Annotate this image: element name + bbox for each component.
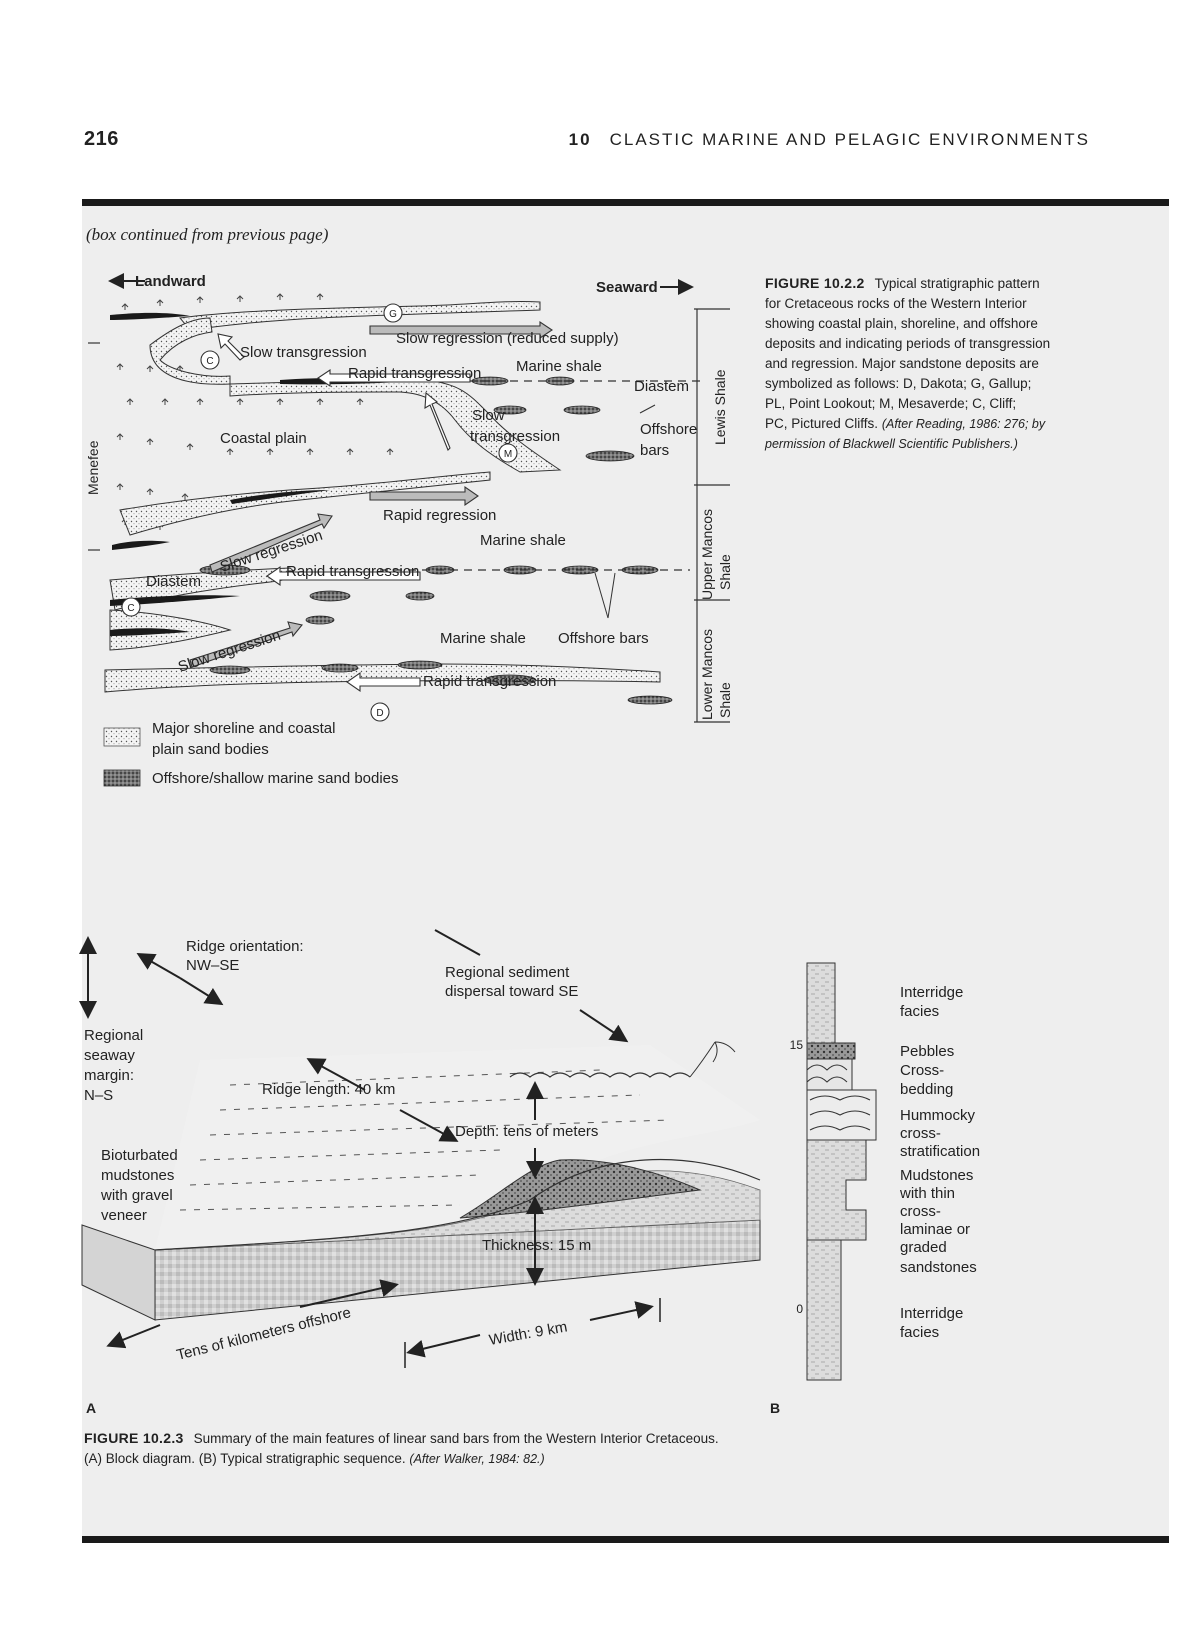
caption-line-7: PL, Point Lookout; M, Mesaverde; C, Clif… — [765, 396, 1017, 411]
figure-letter-a: A — [86, 1400, 97, 1416]
box-continued-note: (box continued from previous page) — [86, 225, 329, 244]
caption-line-4: deposits and indicating periods of trans… — [765, 336, 1051, 351]
caption-line-8: PC, Pictured Cliffs. — [765, 416, 879, 431]
caption-line-3: showing coastal plain, shoreline, and of… — [765, 316, 1038, 331]
page-number: 216 — [84, 128, 119, 150]
fig3-caption-line-2: (A) Block diagram. (B) Typical stratigra… — [84, 1451, 406, 1466]
fig3-caption-line-1: Summary of the main features of linear s… — [193, 1431, 719, 1446]
caption-line-5: and regression. Major sandstone deposits… — [765, 356, 1039, 371]
running-head: 10 CLASTIC MARINE AND PELAGIC ENVIRONMENT… — [569, 130, 1090, 150]
caption-line-2: for Cretaceous rocks of the Western Inte… — [765, 296, 1027, 311]
caption-source-1: (After Reading, 1986: 276; by — [881, 417, 1046, 431]
chapter-title: CLASTIC MARINE AND PELAGIC ENVIRONMENTS — [609, 130, 1090, 149]
figure-10-2-3-caption: FIGURE 10.2.3 Summary of the main feature… — [84, 1428, 984, 1469]
figure-letter-b: B — [770, 1400, 781, 1416]
caption-source-2: permission of Blackwell Scientific Publi… — [765, 437, 1018, 451]
caption-line-6: symbolized as follows: D, Dakota; G, Gal… — [765, 376, 1032, 391]
fig3-caption-source: (After Walker, 1984: 82.) — [409, 1452, 545, 1466]
figure-10-2-2-label: FIGURE 10.2.2 — [765, 275, 865, 291]
figure-10-2-2-caption: FIGURE 10.2.2 Typical stratigraphic patte… — [765, 273, 1095, 454]
chapter-number: 10 — [568, 130, 592, 149]
figure-10-2-3-label: FIGURE 10.2.3 — [84, 1430, 184, 1446]
caption-line-1: Typical stratigraphic pattern — [874, 276, 1040, 291]
